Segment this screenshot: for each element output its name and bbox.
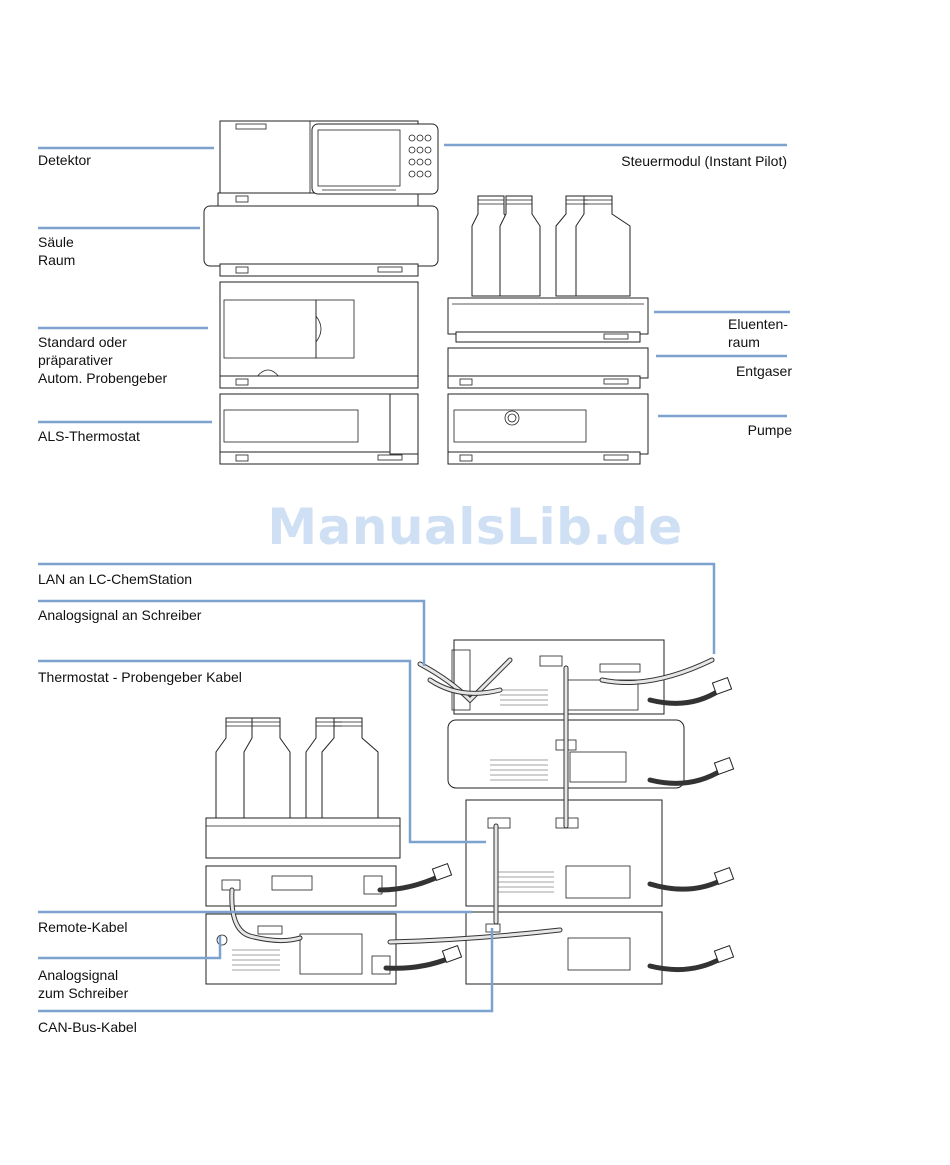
degasser-module bbox=[448, 348, 648, 388]
solvent-cabinet-rear bbox=[206, 818, 400, 858]
label-remote-kabel: Remote-Kabel bbox=[38, 918, 128, 936]
label-lan: LAN an LC-ChemStation bbox=[38, 570, 192, 588]
label-analog-zum-schreiber: Analogsignal zum Schreiber bbox=[38, 966, 128, 1002]
top-stack-front-view bbox=[204, 121, 648, 464]
detector-rear bbox=[452, 640, 664, 714]
instant-pilot-module bbox=[312, 124, 438, 194]
als-thermostat-module bbox=[220, 394, 418, 464]
watermark: ManualsLib.de bbox=[0, 498, 950, 556]
label-steuermodul: Steuermodul (Instant Pilot) bbox=[621, 152, 787, 170]
label-analog-schreiber: Analogsignal an Schreiber bbox=[38, 606, 201, 624]
solvent-cabinet-module bbox=[448, 298, 648, 342]
label-can-bus: CAN-Bus-Kabel bbox=[38, 1018, 137, 1036]
label-eluentenraum: Eluenten- raum bbox=[728, 315, 788, 351]
label-pumpe: Pumpe bbox=[748, 421, 792, 439]
label-detektor: Detektor bbox=[38, 151, 91, 169]
label-standard-probengeber: Standard oder präparativer Autom. Proben… bbox=[38, 333, 167, 387]
label-entgaser: Entgaser bbox=[736, 362, 792, 380]
solvent-bottles-top bbox=[472, 196, 630, 296]
label-saeule-raum: Säule Raum bbox=[38, 233, 75, 269]
label-thermostat-kabel: Thermostat - Probengeber Kabel bbox=[38, 668, 242, 686]
pump-module bbox=[448, 394, 648, 464]
label-als-thermostat: ALS-Thermostat bbox=[38, 427, 140, 445]
degasser-rear bbox=[206, 866, 396, 906]
column-compartment-module bbox=[204, 206, 438, 276]
autosampler-module bbox=[220, 282, 418, 388]
solvent-bottles-bottom bbox=[216, 718, 378, 818]
bottom-stack-rear-view bbox=[206, 640, 734, 984]
